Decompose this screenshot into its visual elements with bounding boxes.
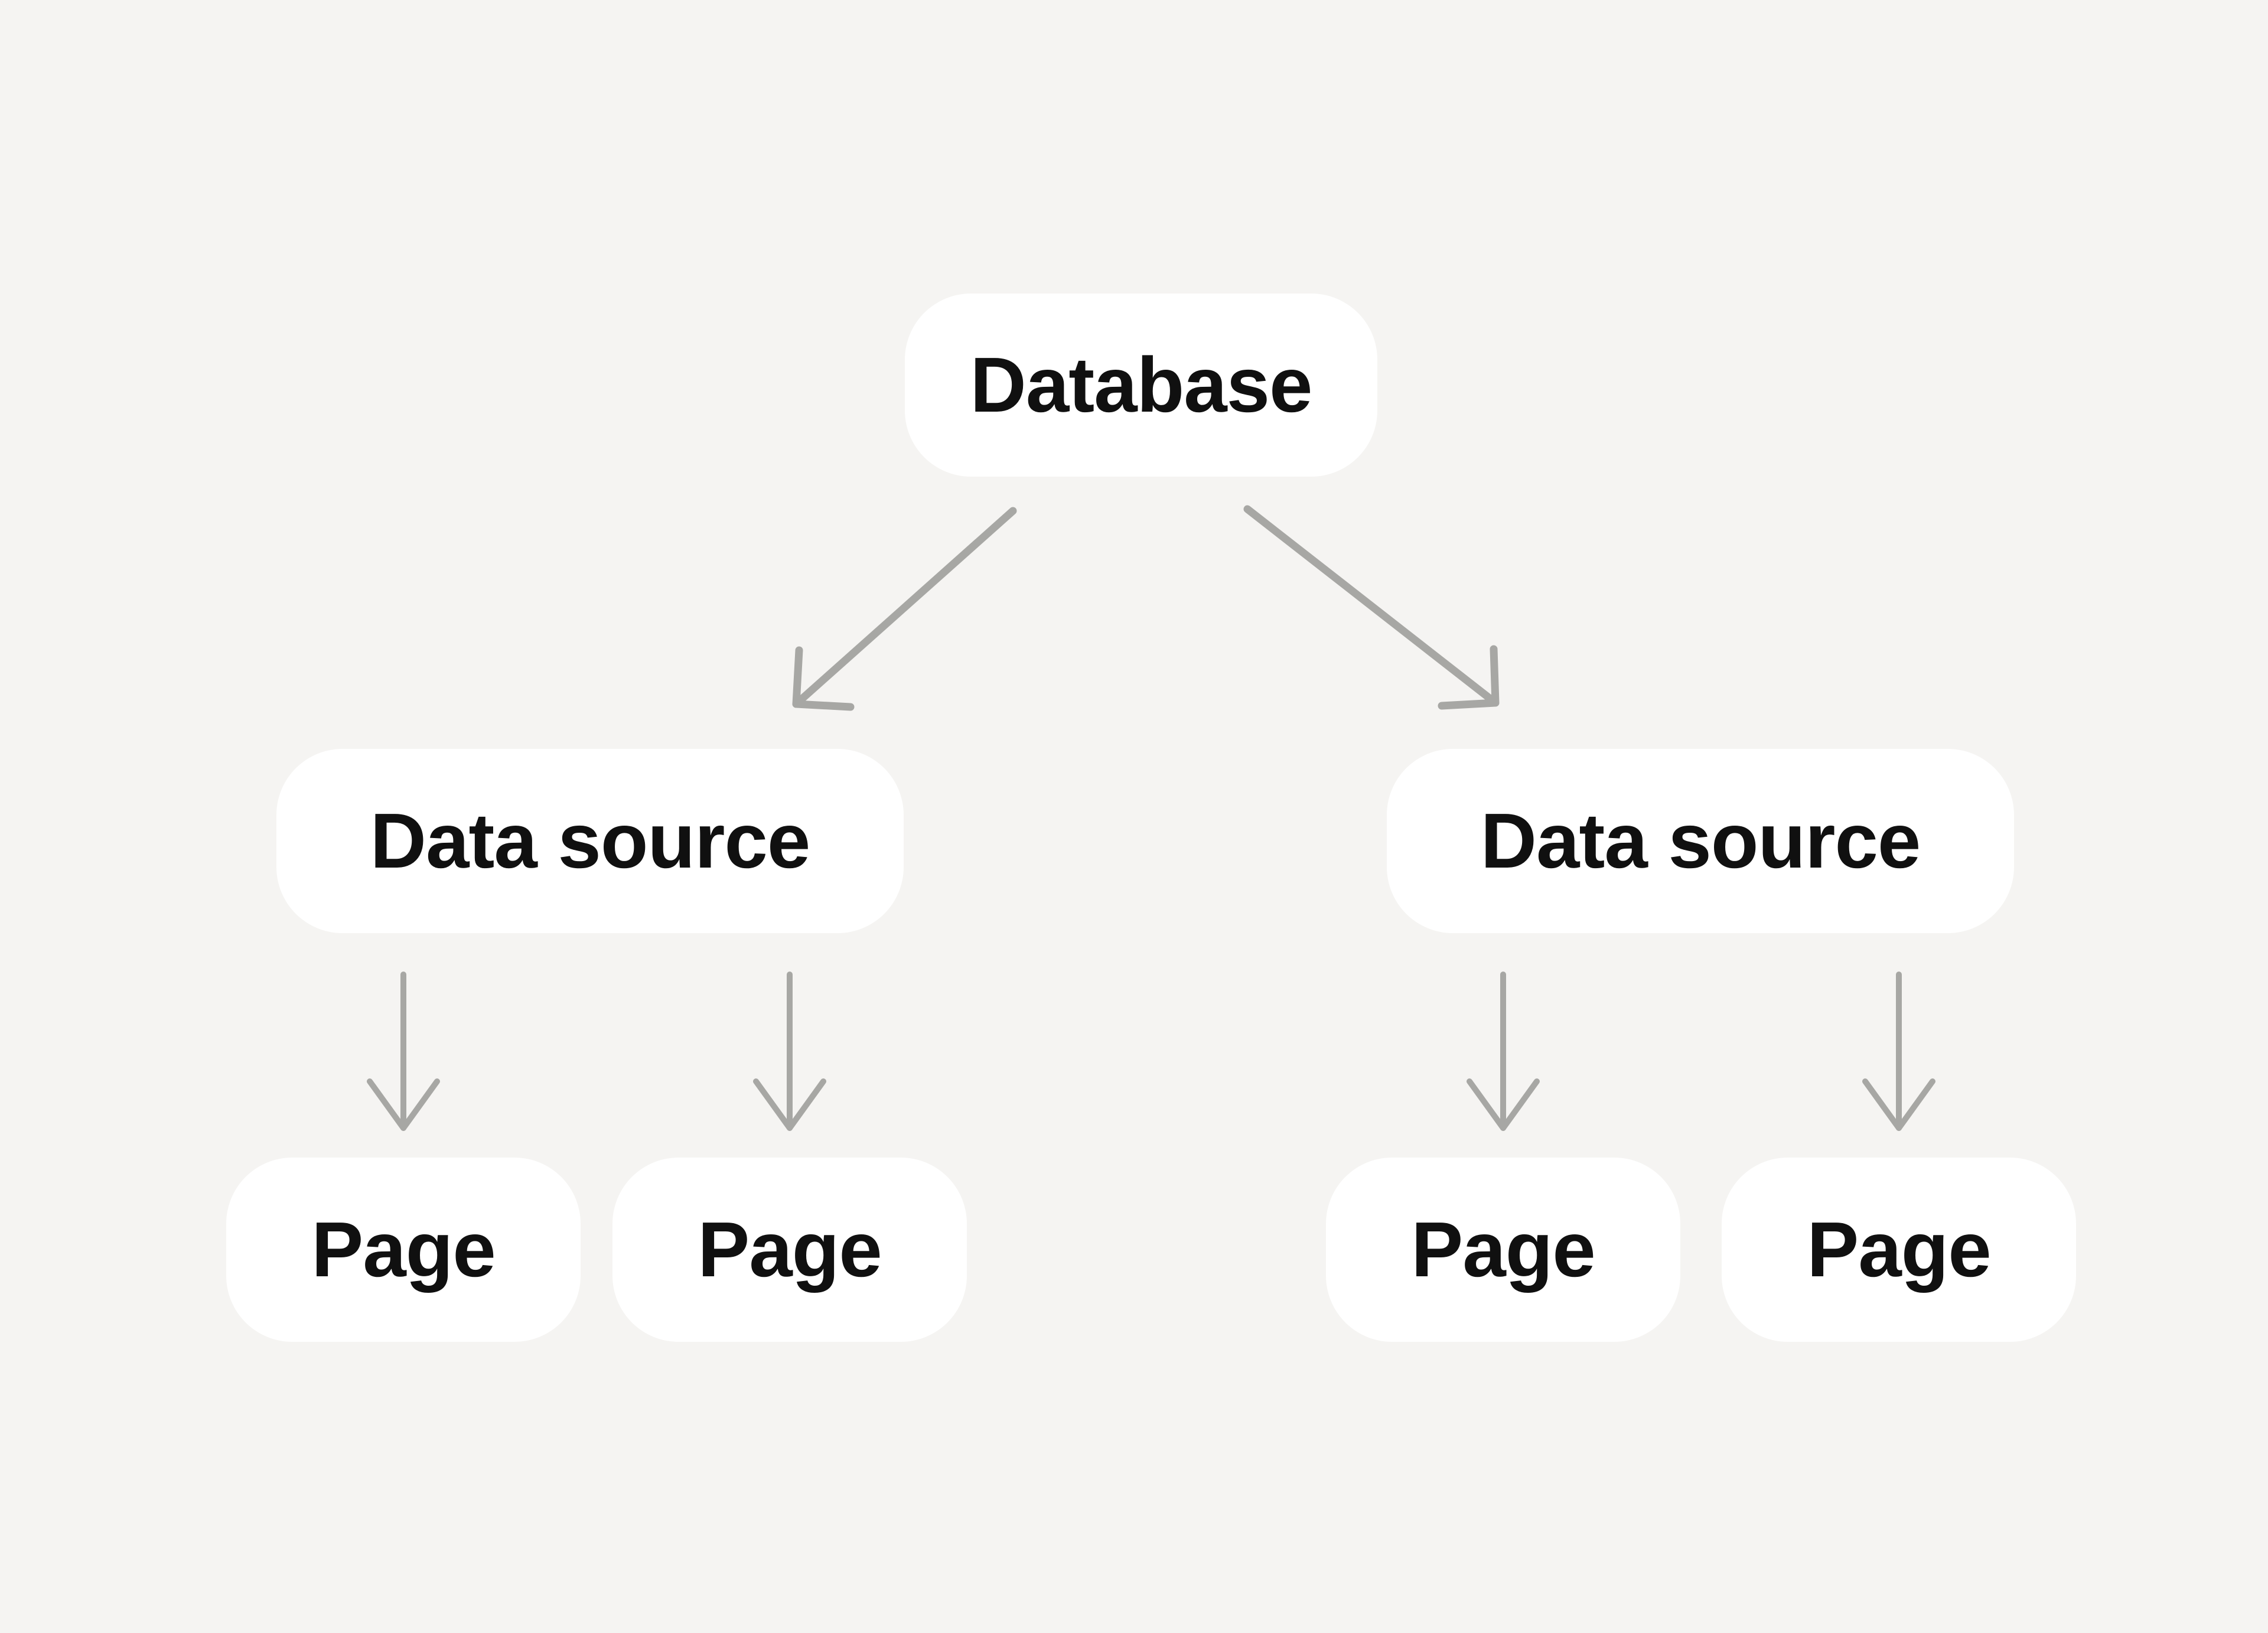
arrow-database-to-data-source-left xyxy=(792,507,1017,711)
arrow-data-source-right-to-page-2 xyxy=(1862,972,1935,1131)
arrow-database-to-data-source-right xyxy=(1243,505,1500,710)
arrow-data-source-right-to-page-1 xyxy=(1467,972,1540,1131)
node-page-right-1-label: Page xyxy=(1411,1206,1595,1293)
arrow-data-source-left-to-page-2 xyxy=(753,972,826,1131)
node-page-right-2: Page xyxy=(1722,1158,2076,1342)
node-page-left-1: Page xyxy=(226,1158,581,1342)
node-database: Database xyxy=(905,294,1377,477)
node-page-left-2-label: Page xyxy=(698,1206,882,1293)
node-page-right-2-label: Page xyxy=(1807,1206,1991,1293)
node-data-source-left: Data source xyxy=(276,749,904,933)
node-data-source-right-label: Data source xyxy=(1480,797,1921,884)
node-data-source-right: Data source xyxy=(1387,749,2014,933)
node-page-left-2: Page xyxy=(612,1158,967,1342)
node-page-right-1: Page xyxy=(1326,1158,1680,1342)
node-data-source-left-label: Data source xyxy=(370,797,811,884)
node-page-left-1-label: Page xyxy=(311,1206,496,1293)
node-database-label: Database xyxy=(970,341,1313,428)
arrow-data-source-left-to-page-1 xyxy=(367,972,440,1131)
